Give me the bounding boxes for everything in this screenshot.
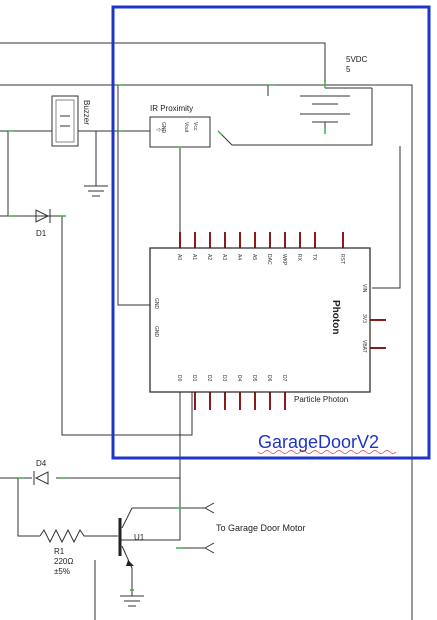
pin-d5: D5 <box>251 375 257 382</box>
ir-pin-gnd: GND <box>160 122 166 134</box>
photon-subtitle: Particle Photon <box>294 395 348 404</box>
pin-rx: RX <box>296 254 302 262</box>
diode-icon <box>33 471 49 485</box>
pin-tx: TX <box>311 254 317 261</box>
pin-d6: D6 <box>266 375 272 382</box>
power-value: 5 <box>346 65 351 74</box>
pin-vbat: VBAT <box>361 340 367 353</box>
resistor-value: 220Ω <box>54 557 73 566</box>
ir-led-icon: ◁◁ <box>156 127 164 133</box>
photon-left-pin-labels: GND GND <box>153 298 159 338</box>
garage-door-frame <box>111 5 431 460</box>
pin-rst: RST <box>339 254 345 264</box>
frame-title: GarageDoorV2 <box>258 432 379 452</box>
resistor-name: R1 <box>54 547 65 556</box>
junctions <box>8 82 326 591</box>
resistor-icon <box>39 528 92 544</box>
pin-d3: D3 <box>221 375 227 382</box>
power-label: 5VDC <box>346 55 368 64</box>
pin-a0: A0 <box>176 254 182 260</box>
pin-gnd-2: GND <box>153 326 159 338</box>
spellcheck-underline <box>257 450 397 454</box>
battery-icon <box>300 95 350 134</box>
pin-a4: A4 <box>236 254 242 260</box>
ir-sensor: ◁◁ <box>149 116 211 148</box>
pin-a1: A1 <box>191 254 197 260</box>
photon-name: Photon <box>330 300 341 334</box>
ir-label: IR Proximity <box>150 104 193 113</box>
resistor-tolerance: ±5% <box>54 567 70 576</box>
pin-d0: D0 <box>176 375 182 382</box>
pin-gnd-1: GND <box>153 298 159 310</box>
transistor-label: U1 <box>134 533 145 542</box>
ir-pin-vout: Vout <box>183 122 189 133</box>
transistor-icon <box>118 507 134 569</box>
photon-top-pin-labels: A0 A1 A2 A3 A4 A5 DAC WKP RX TX RST <box>176 254 345 266</box>
buzzer-icon <box>51 95 79 147</box>
photon-bottom-pin-labels: D0 D1 D2 D3 D4 D5 D6 D7 <box>176 375 287 382</box>
pin-vin: VIN <box>361 284 367 293</box>
pin-wkp: WKP <box>281 254 287 266</box>
buzzer-label: Buzzer <box>82 100 91 125</box>
d1-label: D1 <box>36 229 47 238</box>
pin-d2: D2 <box>206 375 212 382</box>
wires <box>0 42 413 620</box>
ground-icon <box>84 180 108 197</box>
diode-icon <box>32 209 56 223</box>
pin-a2: A2 <box>206 254 212 260</box>
photon-right-pin-labels: VIN 3V3 VBAT <box>361 284 367 353</box>
motor-label: To Garage Door Motor <box>216 523 306 533</box>
pin-dac: DAC <box>266 254 272 265</box>
d4-label: D4 <box>36 459 47 468</box>
ground-icon <box>120 590 144 607</box>
photon-pins <box>179 232 386 410</box>
pin-a3: A3 <box>221 254 227 260</box>
pin-a5: A5 <box>251 254 257 260</box>
connector-icon <box>204 502 215 554</box>
pin-d1: D1 <box>191 375 197 382</box>
pin-d4: D4 <box>236 375 242 382</box>
pin-3v3: 3V3 <box>361 314 367 323</box>
photon-board <box>149 247 371 393</box>
pin-d7: D7 <box>281 375 287 382</box>
ir-pin-vcc: Vcc <box>192 122 198 131</box>
